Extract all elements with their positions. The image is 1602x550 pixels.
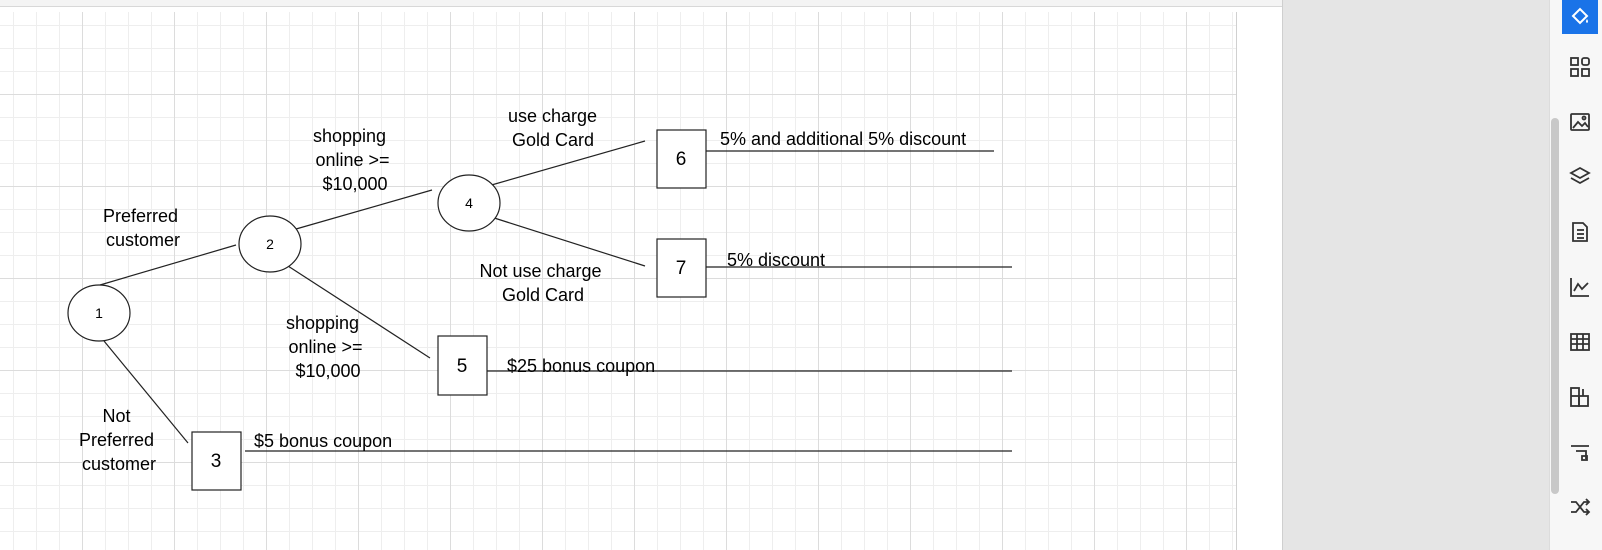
end-node-6[interactable] (656, 129, 707, 189)
org-chart-icon (1570, 387, 1589, 407)
node-3-label: 3 (211, 451, 222, 472)
edge-2-4 (295, 189, 433, 230)
shapes-button[interactable] (1562, 49, 1598, 85)
node-4-label: 4 (465, 195, 473, 211)
label-use-charge-gold-card: use charge Gold Card (508, 106, 602, 150)
outcome-label-3: $5 bonus coupon (254, 431, 392, 451)
end-node-3[interactable] (191, 431, 242, 491)
image-icon (1570, 113, 1590, 131)
image-button[interactable] (1562, 104, 1598, 140)
end-node-5[interactable] (437, 335, 488, 396)
node-5-label: 5 (457, 356, 468, 377)
outcome-label-7: 5% discount (727, 250, 825, 270)
canvas-area[interactable]: 1 2 4 6 7 5 3 Preferred customer Not Pre… (0, 0, 1282, 550)
layers-icon (1569, 166, 1591, 185)
chance-node-1[interactable] (67, 284, 131, 342)
connector-button[interactable] (1562, 434, 1598, 470)
edge-2-5 (287, 265, 431, 359)
vertical-scrollbar[interactable] (1551, 118, 1559, 494)
label-shopping-lower: shopping online >= $10,000 (286, 313, 368, 381)
paint-bucket-icon (1571, 7, 1589, 25)
chance-node-2[interactable] (238, 215, 302, 273)
chance-node-4[interactable] (437, 174, 501, 232)
table-button[interactable] (1562, 324, 1598, 360)
node-2-label: 2 (266, 236, 274, 252)
diagram-button[interactable] (1562, 379, 1598, 415)
label-preferred-customer: Preferred customer (103, 206, 183, 250)
edge-1-2 (99, 244, 237, 286)
node-1-label: 1 (95, 305, 103, 321)
label-not-preferred-customer: Not Preferred customer (79, 406, 159, 474)
canvas-background-area[interactable] (1282, 0, 1550, 550)
document-list-icon (1572, 222, 1588, 242)
edge-4-7 (487, 215, 646, 267)
node-7-label: 7 (676, 258, 687, 279)
label-not-use-charge-gold-card: Not use charge Gold Card (479, 261, 606, 305)
table-icon (1570, 333, 1590, 351)
line-chart-icon (1570, 278, 1589, 297)
connector-icon (1571, 445, 1589, 461)
label-shopping-upper: shopping online >= $10,000 (313, 126, 395, 194)
outcome-label-6: 5% and additional 5% discount (720, 129, 966, 149)
decision-tree-diagram[interactable]: 1 2 4 6 7 5 3 Preferred customer Not Pre… (0, 0, 1282, 550)
end-node-7[interactable] (656, 238, 707, 298)
shapes-grid-icon (1570, 57, 1590, 77)
chart-button[interactable] (1562, 269, 1598, 305)
style-button[interactable] (1562, 0, 1598, 34)
layers-button[interactable] (1562, 159, 1598, 195)
edge-1-3 (103, 340, 189, 444)
shuffle-icon (1571, 498, 1591, 516)
arrange-button[interactable] (1562, 489, 1598, 525)
top-ruler (0, 0, 1282, 7)
node-6-label: 6 (676, 149, 687, 170)
page-button[interactable] (1562, 214, 1598, 250)
edge-4-6 (487, 140, 646, 187)
outcome-label-5: $25 bonus coupon (507, 356, 655, 376)
